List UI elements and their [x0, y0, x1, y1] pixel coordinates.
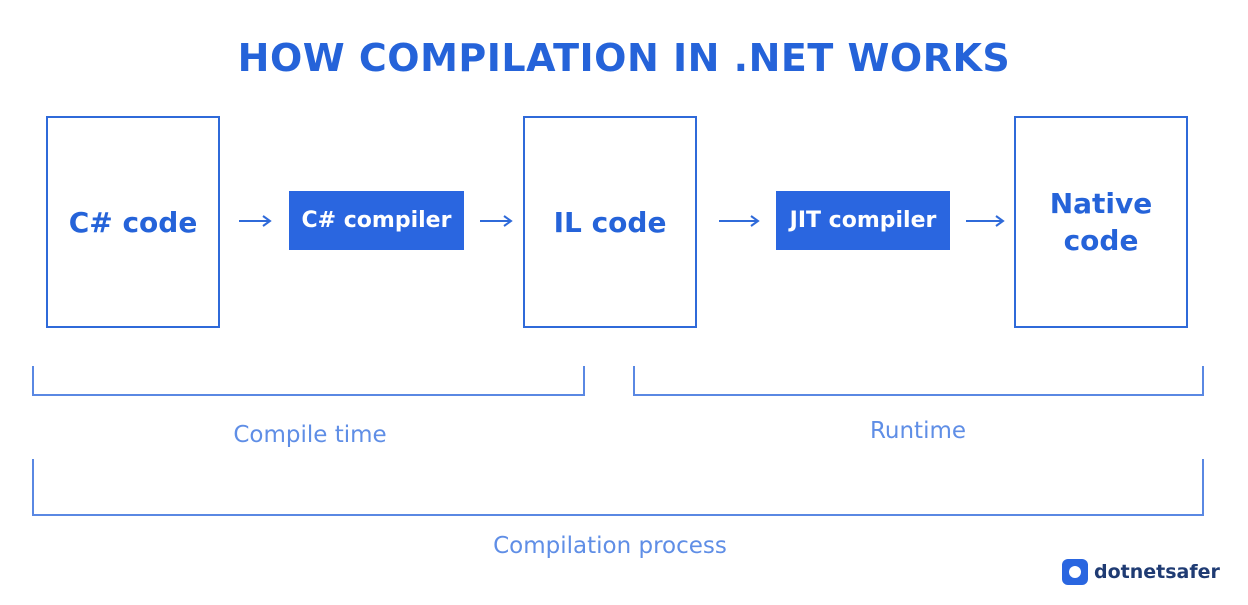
il-code-box: IL code — [523, 116, 697, 328]
jit-compiler-box: JIT compiler — [776, 191, 950, 250]
csharp-compiler-box: C# compiler — [289, 191, 464, 250]
csharp-compiler-label: C# compiler — [301, 208, 452, 233]
csharp-code-label: C# code — [68, 205, 198, 239]
runtime-bracket — [633, 366, 1204, 396]
native-code-label-line2: code — [1063, 224, 1139, 257]
csharp-code-box: C# code — [46, 116, 220, 328]
arrow-right-icon — [719, 215, 760, 227]
arrow-right-icon — [966, 215, 1005, 227]
arrow-right-icon — [239, 215, 272, 227]
brand-logo: dotnetsafer — [1062, 557, 1220, 587]
diagram-title: HOW COMPILATION IN .NET WORKS — [237, 36, 1011, 80]
compilation-process-bracket — [32, 459, 1204, 516]
compile-time-label: Compile time — [233, 422, 387, 448]
native-code-label-line1: Native — [1049, 187, 1153, 220]
arrow-right-icon — [480, 215, 513, 227]
il-code-label: IL code — [553, 205, 667, 239]
brand-logo-text: dotnetsafer — [1094, 561, 1220, 583]
compilation-process-label: Compilation process — [493, 533, 727, 559]
jit-compiler-label: JIT compiler — [789, 208, 937, 233]
dotnetsafer-logo-icon — [1062, 559, 1088, 585]
native-code-box: Native code — [1014, 116, 1188, 328]
compile-time-bracket — [32, 366, 585, 396]
runtime-label: Runtime — [869, 418, 967, 444]
